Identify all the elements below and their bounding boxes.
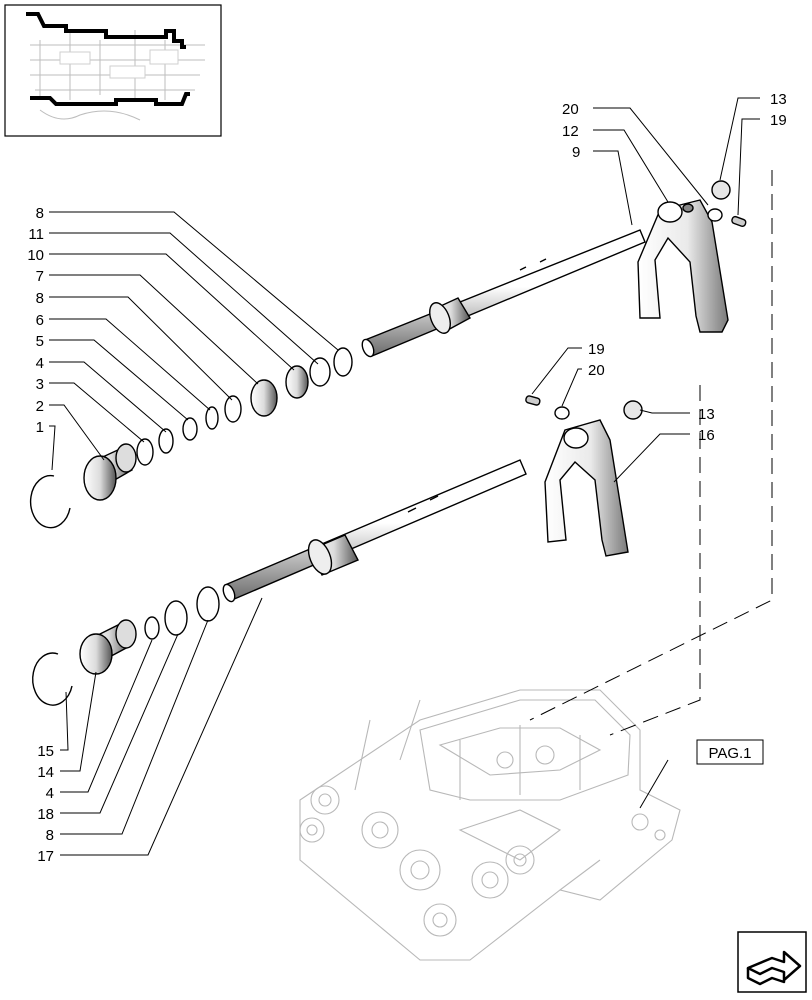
alignment-dashed-line-2 (609, 385, 701, 736)
callout-13-mid: 13 (698, 406, 715, 423)
callout-1: 1 (36, 419, 44, 436)
upper-circlip (29, 474, 71, 529)
callout-20: 20 (562, 101, 579, 118)
callout-9: 9 (572, 144, 580, 161)
upper-end-plug (83, 443, 137, 501)
next-page-arrow-icon[interactable] (737, 931, 807, 993)
callout-3: 3 (36, 376, 44, 393)
callout-14: 14 (37, 764, 54, 781)
callouts-middle: 19 20 13 16 (588, 341, 715, 444)
callout-2: 2 (36, 398, 44, 415)
lower-end-plug (79, 619, 137, 675)
lower-selector-shaft (222, 459, 527, 603)
callout-16: 16 (698, 427, 715, 444)
callout-8b: 8 (36, 290, 44, 307)
callout-13: 13 (770, 91, 787, 108)
housing-ghost-outline (299, 689, 681, 961)
callout-6: 6 (36, 312, 44, 329)
callout-8: 8 (36, 205, 44, 222)
leader-lines (49, 97, 760, 856)
callout-15: 15 (37, 743, 54, 760)
pin-19-upper (731, 215, 747, 228)
lower-shift-fork (544, 419, 629, 557)
pin-19-lower (525, 395, 541, 406)
alignment-dashed-line (529, 170, 773, 721)
callout-4: 4 (36, 355, 44, 372)
callout-20-mid: 20 (588, 362, 605, 379)
callout-5: 5 (36, 333, 44, 350)
callout-18: 18 (37, 806, 54, 823)
washer-20-lower (554, 406, 570, 420)
callout-17: 17 (37, 848, 54, 865)
upper-selector-shaft (361, 229, 646, 358)
washer-20-upper (707, 208, 723, 222)
upper-ring-set (136, 347, 353, 466)
transmission-thumbnail-icon[interactable] (4, 4, 222, 137)
upper-shift-fork (637, 199, 729, 333)
callout-19-mid: 19 (588, 341, 605, 358)
page-reference-box[interactable]: PAG.1 (696, 739, 764, 765)
callouts-upper-right: 20 12 9 13 19 (562, 91, 787, 161)
lower-ring-set (144, 586, 220, 640)
callout-19: 19 (770, 112, 787, 129)
callout-8-low: 8 (46, 827, 54, 844)
callouts-lower: 15 14 4 18 8 17 (37, 743, 54, 865)
lower-circlip (32, 652, 73, 706)
callouts-upper-left: 8 11 10 7 8 6 5 4 3 2 1 (27, 205, 44, 436)
callout-11: 11 (28, 226, 44, 243)
callout-10: 10 (27, 247, 44, 264)
plug-13-upper (711, 180, 731, 200)
callout-12: 12 (562, 123, 579, 140)
callout-4-low: 4 (46, 785, 54, 802)
plug-13-lower (623, 400, 643, 420)
page-reference-label: PAG.1 (708, 745, 751, 762)
callout-7: 7 (36, 268, 44, 285)
